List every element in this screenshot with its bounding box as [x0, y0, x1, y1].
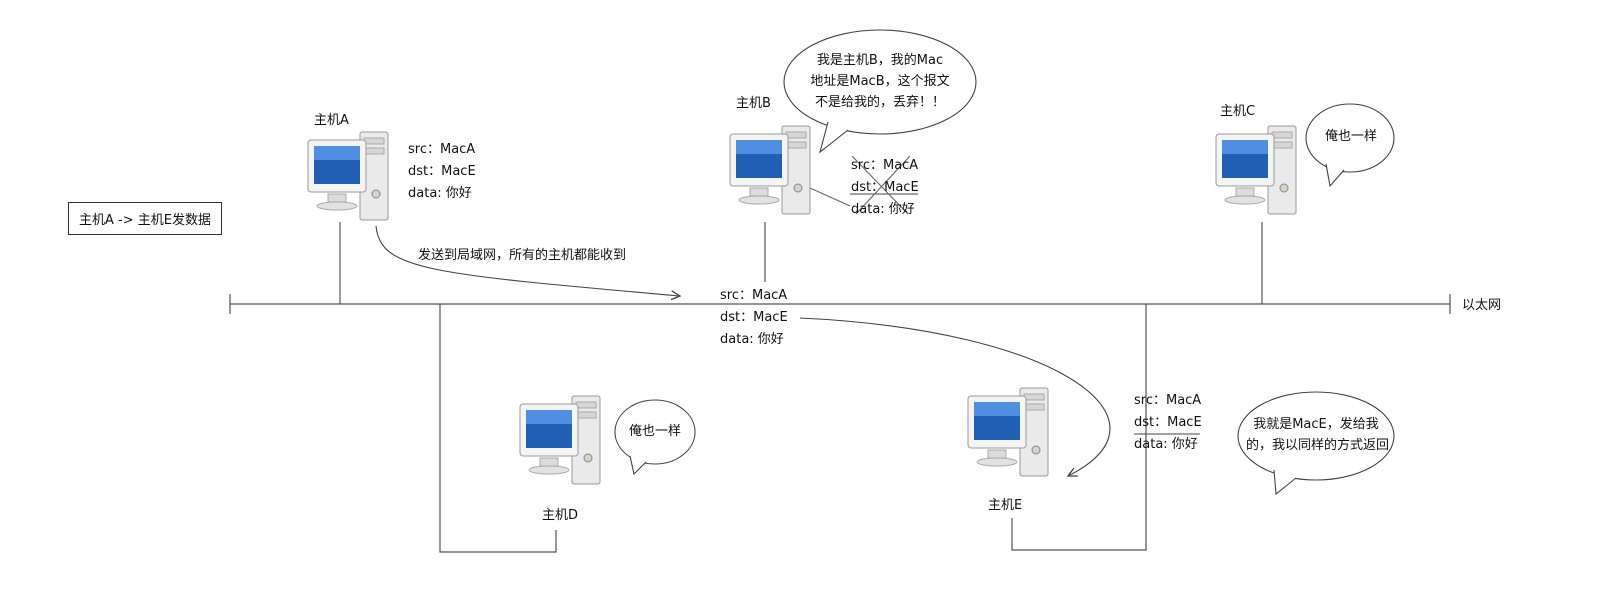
host-e-drop — [1011, 304, 1147, 551]
frame-dst: dst：MacE — [720, 310, 788, 325]
host-c-label: 主机C — [1220, 104, 1256, 119]
frame-dst: dst：MacE — [851, 180, 919, 195]
title-text: 主机A -> 主机E发数据 — [79, 213, 211, 228]
speech-bubble-host-c: 俺也一样 — [1324, 129, 1377, 144]
computer-icon-host-d — [519, 395, 601, 485]
discard-cross-2 — [855, 155, 911, 215]
speech-bubble-host-e: 我就是MacE，发给我 的，我以同样的方式返回 — [1246, 417, 1390, 453]
host-b-label: 主机B — [736, 96, 771, 111]
host-d-drop — [439, 304, 557, 553]
speech-bubble-host-b: 我是主机B，我的Mac 地址是MacB，这个报文 不是给我的，丢弃！！ — [810, 53, 950, 110]
computer-icon-host-c — [1215, 125, 1297, 215]
frame-data: data: 你好 — [851, 202, 915, 217]
frame-data: data: 你好 — [408, 186, 472, 201]
computer-icon-host-a — [307, 131, 389, 221]
arrow-a-to-bus — [375, 225, 680, 296]
frame-src: src：MacA — [408, 142, 476, 157]
discard-cross-1 — [851, 155, 909, 215]
frame-dst: dst：MacE — [1134, 415, 1202, 430]
computer-icon-host-b — [729, 125, 811, 215]
frame-host-b: src：MacA dst：MacE data: 你好 — [851, 155, 919, 221]
frame-host-e: src：MacA dst：MacE data: 你好 — [1134, 390, 1202, 456]
bubble-c-shape — [1305, 103, 1395, 188]
host-e-label: 主机E — [988, 498, 1023, 513]
host-a-label: 主机A — [314, 113, 349, 128]
host-d-label: 主机D — [542, 508, 579, 523]
bubble-d-shape — [614, 399, 696, 476]
frame-data: data: 你好 — [720, 332, 784, 347]
frame-host-a: src：MacA dst：MacE data: 你好 — [408, 139, 476, 205]
frame-src: src：MacA — [851, 158, 919, 173]
title-box: 主机A -> 主机E发数据 — [68, 202, 222, 235]
bubble-e-shape — [1237, 391, 1395, 496]
arrow-bus-to-e — [799, 317, 1111, 476]
bubble-b-shape — [783, 29, 977, 154]
speech-bubble-host-d: 俺也一样 — [628, 424, 681, 439]
ethernet-label: 以太网 — [1462, 298, 1502, 313]
broadcast-note: 发送到局域网，所有的主机都能收到 — [418, 248, 627, 263]
computer-icon-host-e — [967, 387, 1049, 477]
frame-data: data: 你好 — [1134, 437, 1198, 452]
frame-src: src：MacA — [720, 288, 788, 303]
frame-src: src：MacA — [1134, 393, 1202, 408]
frame-on-bus: src：MacA dst：MacE data: 你好 — [720, 285, 788, 351]
frame-dst: dst：MacE — [408, 164, 476, 179]
